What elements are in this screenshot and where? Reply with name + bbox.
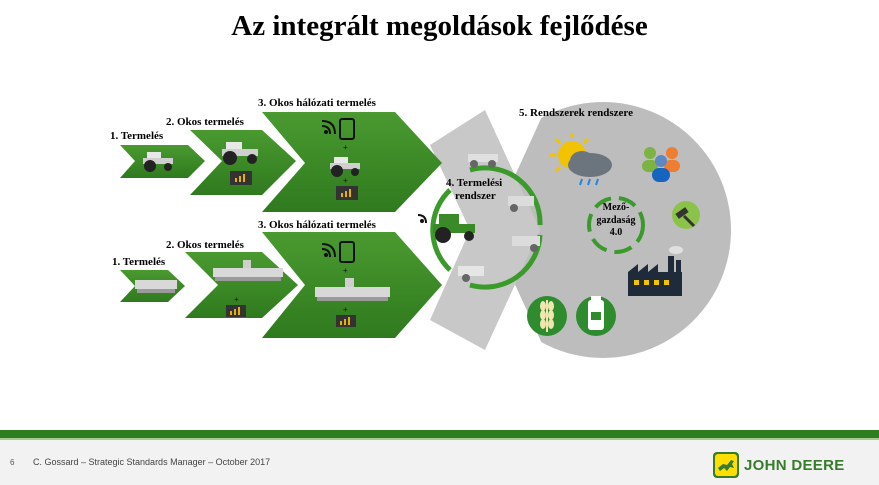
top-stage1-label: 1. Termelés xyxy=(110,130,164,142)
svg-text:+: + xyxy=(234,295,239,304)
cycle-arrow xyxy=(469,234,543,290)
people-icon xyxy=(642,147,680,182)
bottom-stage3-label: 3. Okos hálózati termelés xyxy=(258,219,377,231)
tractor-icon xyxy=(143,152,173,172)
baler-icon xyxy=(458,266,484,282)
milk-icon xyxy=(576,296,616,336)
gavel-icon xyxy=(672,201,700,229)
wifi-icon xyxy=(321,120,336,135)
sprayer-icon xyxy=(468,154,498,168)
planter-icon xyxy=(135,280,177,293)
footer-band xyxy=(0,430,879,438)
svg-text:+: + xyxy=(343,305,348,314)
tractor-icon xyxy=(330,157,360,177)
top-stage2-arrow xyxy=(190,130,296,195)
page-number: 6 xyxy=(10,458,15,467)
factory-icon xyxy=(628,246,683,296)
tractor-icon xyxy=(222,142,258,165)
cycle-arrow xyxy=(430,188,452,272)
brand-name: JOHN DEERE xyxy=(744,456,845,474)
tablet-icon xyxy=(339,118,355,140)
stage4-chevron xyxy=(430,110,540,350)
svg-text:+: + xyxy=(343,176,348,185)
center-label-line3: 4.0 xyxy=(610,227,623,238)
wheat-icon xyxy=(527,296,567,336)
top-stage3-arrow xyxy=(262,112,442,212)
svg-text:+: + xyxy=(343,143,348,152)
wifi-icon xyxy=(321,243,336,258)
stage4-label-line2: rendszer xyxy=(455,190,496,202)
cycle-ring xyxy=(587,196,645,254)
brand-logo: JOHN DEERE xyxy=(713,452,845,478)
top-stage2-label: 2. Okos termelés xyxy=(166,116,245,128)
stage4-label: 4. Termelési xyxy=(446,177,502,189)
tractor-icon xyxy=(433,214,475,243)
evolution-diagram: 1. Termelés 2. Okos termelés 3. Okos hál… xyxy=(110,97,731,358)
deer-icon xyxy=(713,452,739,478)
combine-icon xyxy=(508,196,534,212)
bottom-stage2-label: 2. Okos termelés xyxy=(166,239,245,251)
planter-icon xyxy=(213,260,283,281)
svg-text:+: + xyxy=(343,266,348,275)
cycle-arrow xyxy=(469,165,543,226)
stage5-title: 5. Rendszerek rendszere xyxy=(519,107,633,119)
center-label: Mező- xyxy=(603,202,630,213)
weather-icon xyxy=(550,133,612,186)
tablet-icon xyxy=(339,241,355,263)
top-stage3-label: 3. Okos hálózati termelés xyxy=(258,97,377,109)
footer-text: C. Gossard – Strategic Standards Manager… xyxy=(33,457,271,467)
wifi-icon xyxy=(417,214,427,224)
center-label-line2: gazdaság xyxy=(597,215,636,226)
bottom-stage1-label: 1. Termelés xyxy=(112,256,166,268)
slide-title: Az integrált megoldások fejlődése xyxy=(231,10,648,42)
footer-band-accent xyxy=(0,438,879,440)
harvester-icon xyxy=(512,236,540,252)
planter-icon xyxy=(315,278,390,301)
